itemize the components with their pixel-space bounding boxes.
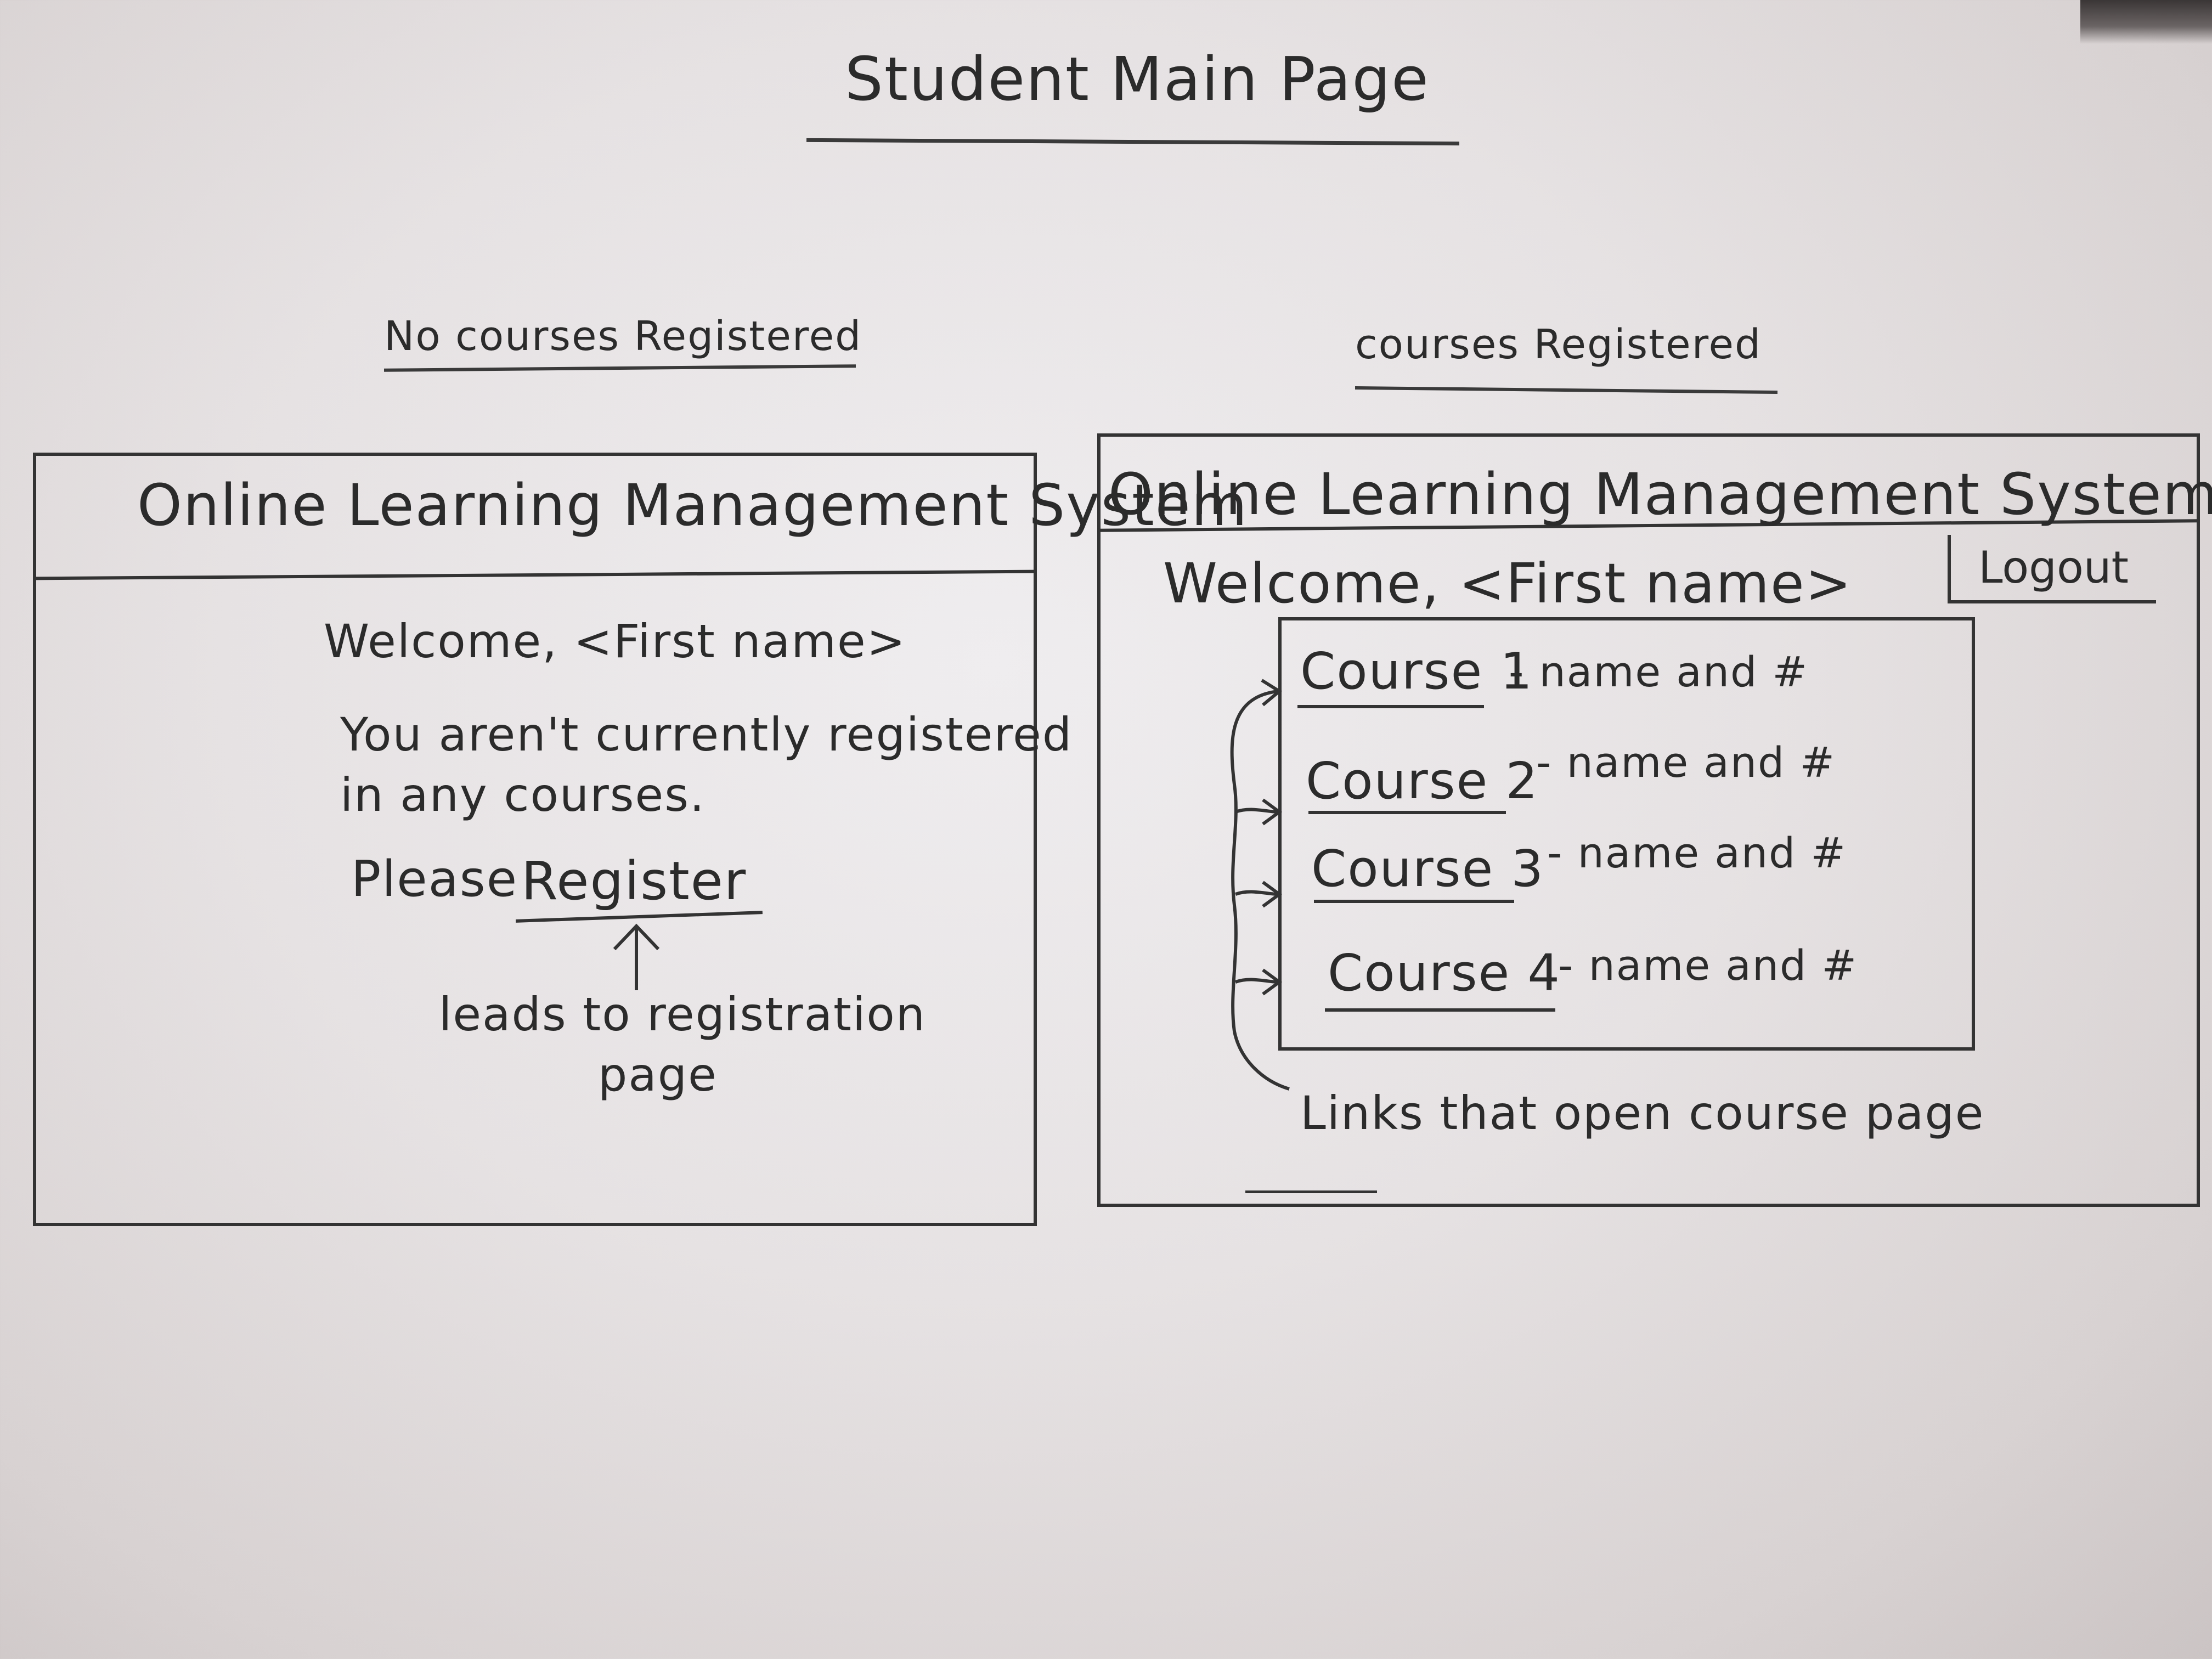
right-caption: courses Registered (1355, 321, 1762, 368)
course-meta-1: - name and # (1509, 647, 1809, 696)
wireframe-no-courses (33, 453, 1037, 1226)
title-underline (806, 138, 1460, 146)
register-note-line1: leads to registration (439, 988, 926, 1041)
links-note: Links that open course page (1300, 1086, 1985, 1140)
course-link-1[interactable]: Course 1 (1300, 642, 1533, 701)
background-shadow (2080, 0, 2212, 44)
course-meta-2: - name and # (1536, 738, 1836, 787)
course-meta-4: - name and # (1558, 941, 1858, 990)
course-link-2[interactable]: Course 2 (1306, 752, 1539, 810)
logout-button[interactable]: Logout (1948, 535, 2156, 603)
page-title: Student Main Page (845, 44, 1430, 114)
up-arrow-icon (613, 923, 660, 990)
no-courses-message-line2: in any courses. (340, 768, 706, 822)
no-courses-message-line1: You aren't currently registered (340, 708, 1073, 761)
course-link-3[interactable]: Course 3 (1311, 839, 1544, 898)
wireframe-courses-registered (1097, 433, 2200, 1207)
left-caption-underline (383, 364, 856, 372)
left-welcome-text: Welcome, <First name> (324, 614, 907, 668)
course-link-2-underline (1308, 811, 1506, 814)
stray-pencil-stroke (1245, 1190, 1377, 1193)
register-note-line2: page (598, 1048, 718, 1102)
course-list-box (1278, 617, 1975, 1051)
register-link[interactable]: Register (521, 850, 747, 912)
right-welcome-text: Welcome, <First name> (1163, 551, 1853, 616)
course-link-1-underline (1297, 705, 1484, 708)
right-app-title: Online Learning Management System (1108, 461, 2212, 528)
course-meta-3: - name and # (1547, 828, 1847, 877)
left-app-title: Online Learning Management System (137, 472, 1249, 539)
bracket-arrows-icon (1230, 679, 1290, 1091)
course-link-4[interactable]: Course 4 (1328, 944, 1561, 1002)
course-link-3-underline (1314, 900, 1514, 903)
please-text: Please (351, 850, 518, 908)
course-link-4-underline (1325, 1008, 1555, 1012)
left-caption: No courses Registered (384, 313, 862, 360)
right-caption-underline (1355, 386, 1778, 394)
